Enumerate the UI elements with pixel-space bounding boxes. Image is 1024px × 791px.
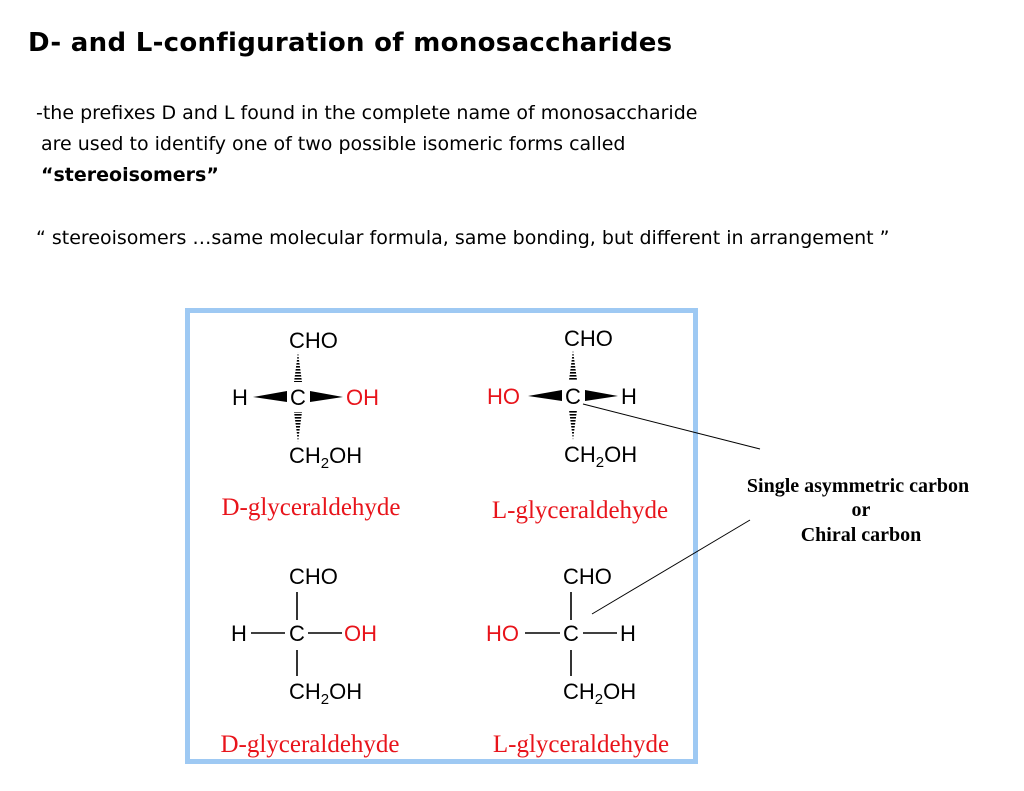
intro-line-2: are used to identify one of two possible…: [41, 133, 626, 155]
d-glyceraldehyde-wedge-structure: CHO C H OH CH2OH D-glyceraldehyde: [221, 328, 400, 521]
right-group: OH: [346, 385, 379, 410]
right-group: OH: [344, 621, 377, 646]
top-group: CHO: [563, 564, 612, 589]
top-group: CHO: [564, 326, 613, 351]
wedge-bond-left: [528, 390, 562, 401]
definition-quote: “ stereoisomers …same molecular formula,…: [36, 227, 890, 249]
l-glyceraldehyde-wedge-structure: CHO C HO H CH2OH L-glyceraldehyde: [487, 326, 668, 524]
l-label-top: L-glyceraldehyde: [492, 497, 668, 524]
dash-bond-top: [569, 350, 577, 380]
page-title: D- and L-configuration of monosaccharide…: [28, 28, 673, 58]
right-group: H: [621, 384, 637, 409]
left-group: HO: [487, 384, 520, 409]
right-group: H: [620, 621, 636, 646]
pointer-line-upper: [582, 403, 761, 450]
d-label-bottom: D-glyceraldehyde: [220, 731, 399, 758]
bottom-group: CH2OH: [563, 679, 636, 708]
l-label-bottom: L-glyceraldehyde: [493, 731, 669, 758]
left-group: H: [231, 621, 247, 646]
dash-bond-bottom: [294, 412, 302, 442]
structures-frame: [185, 308, 698, 764]
d-label-top: D-glyceraldehyde: [221, 494, 400, 521]
dash-bond-top: [294, 352, 302, 382]
bottom-group: CH2OH: [289, 443, 362, 472]
left-group: H: [232, 385, 248, 410]
l-glyceraldehyde-fischer-structure: CHO C HO H CH2OH L-glyceraldehyde: [486, 564, 669, 758]
chiral-carbon: C: [290, 385, 306, 410]
wedge-bond-right: [585, 390, 618, 401]
intro-line-3: “stereoisomers”: [41, 164, 219, 186]
pointer-line-lower: [591, 519, 751, 615]
bottom-group: CH2OH: [289, 679, 362, 708]
annotation-line-1: Single asymmetric carbon: [747, 475, 969, 497]
annotation-line-2: or: [852, 499, 871, 521]
dash-bond-bottom: [569, 410, 577, 440]
chiral-carbon: C: [563, 621, 579, 646]
intro-line-1: -the prefixes D and L found in the compl…: [36, 102, 698, 124]
chiral-carbon-annotation: Single asymmetric carbon or Chiral carbo…: [747, 475, 969, 546]
wedge-bond-right: [310, 391, 343, 402]
d-glyceraldehyde-fischer-structure: CHO C H OH CH2OH D-glyceraldehyde: [220, 564, 399, 758]
top-group: CHO: [289, 328, 338, 353]
bottom-group: CH2OH: [564, 442, 637, 471]
chiral-carbon: C: [289, 621, 305, 646]
left-group: HO: [486, 621, 519, 646]
annotation-line-3: Chiral carbon: [801, 524, 922, 546]
top-group: CHO: [289, 564, 338, 589]
chiral-carbon: C: [565, 384, 581, 409]
wedge-bond-left: [253, 391, 287, 402]
